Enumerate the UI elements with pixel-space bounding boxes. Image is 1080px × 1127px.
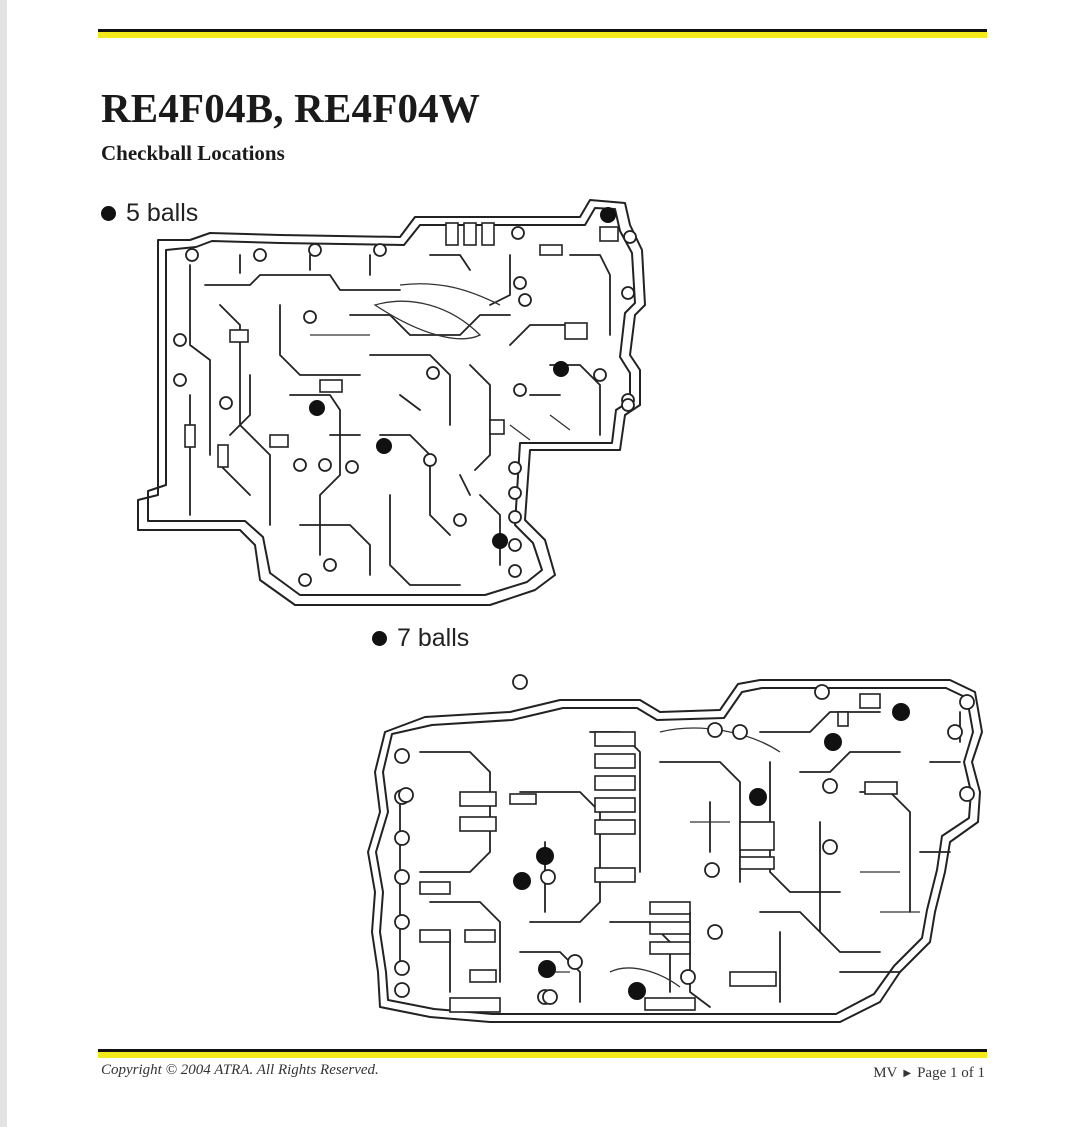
checkball-marker — [600, 207, 616, 223]
page-number: Page 1 of 1 — [917, 1065, 985, 1081]
checkball-marker — [892, 703, 910, 721]
checkball-marker — [309, 400, 325, 416]
plate-outline — [367, 679, 983, 1023]
checkball-marker — [538, 960, 556, 978]
triangle-right-icon: ▶ — [903, 1068, 912, 1079]
checkball-marker — [628, 982, 646, 1000]
checkball-marker — [749, 788, 767, 806]
checkball-marker — [376, 438, 392, 454]
valve-body-diagram-5-balls — [137, 199, 646, 606]
checkball-marker — [513, 872, 531, 890]
page-subtitle: Checkball Locations — [101, 141, 285, 165]
copyright-notice: Copyright © 2004 ATRA. All Rights Reserv… — [101, 1062, 379, 1078]
page-indicator: MV ▶ Page 1 of 1 — [873, 1065, 985, 1082]
checkball-marker — [824, 733, 842, 751]
checkball-marker — [492, 533, 508, 549]
page-title: RE4F04B, RE4F04W — [101, 85, 481, 131]
legend-7-balls: 7 balls — [372, 624, 469, 653]
legend-5-balls: 5 balls — [101, 199, 198, 228]
checkball-marker — [553, 361, 569, 377]
legend-label: 7 balls — [397, 624, 470, 652]
section-code: MV — [873, 1065, 898, 1081]
legend-label: 5 balls — [126, 199, 199, 227]
ball-marker-icon — [372, 631, 387, 646]
footer-rule — [98, 1049, 987, 1058]
checkball-marker — [536, 847, 554, 865]
ball-marker-icon — [101, 206, 116, 221]
valve-body-diagram-7-balls — [367, 674, 983, 1023]
page-edge-shadow — [0, 0, 7, 1127]
plate-outline — [137, 199, 646, 606]
header-rule — [98, 29, 987, 38]
